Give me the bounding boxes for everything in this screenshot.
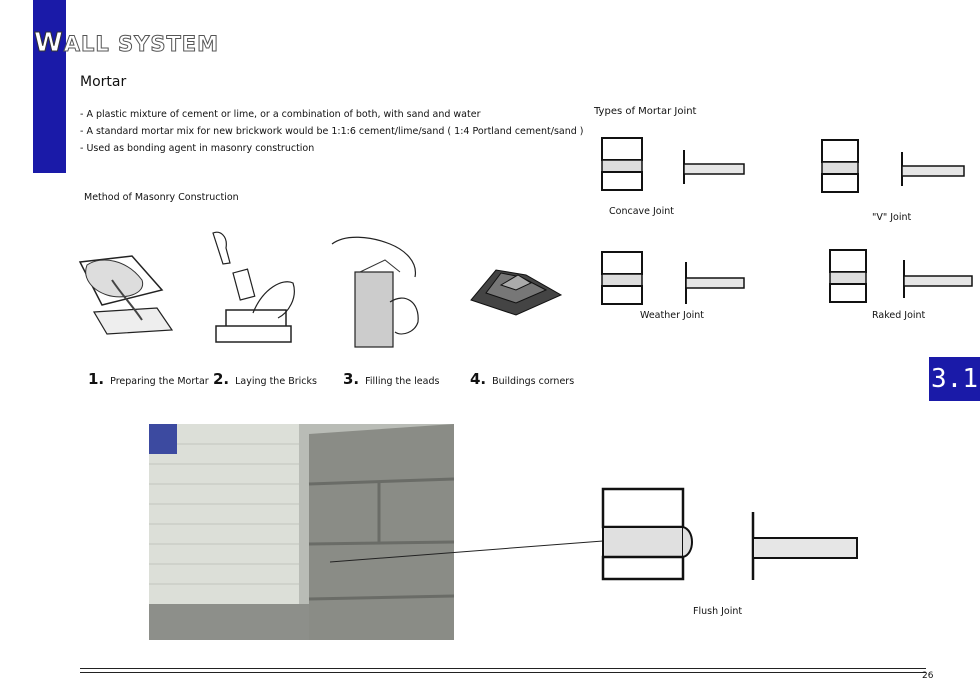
concave-joint-diagram bbox=[601, 137, 745, 191]
mortar-bullets: - A plastic mixture of cement or lime, o… bbox=[80, 106, 584, 157]
flush-joint-label: Flush Joint bbox=[693, 606, 743, 617]
preparing-mortar-illustration bbox=[78, 255, 174, 335]
step-1: 1. Preparing the Mortar bbox=[88, 370, 209, 388]
raked-joint-label: Raked Joint bbox=[872, 310, 926, 321]
section-badge: 3.1 bbox=[929, 357, 980, 401]
footer-rule bbox=[80, 672, 926, 673]
step-number: 4. bbox=[470, 370, 487, 388]
v-joint-label: "V" Joint bbox=[872, 212, 912, 223]
title-initial: W bbox=[34, 28, 64, 59]
page-number: 26 bbox=[922, 671, 934, 681]
step-label: Filling the leads bbox=[365, 376, 440, 387]
step-number: 2. bbox=[213, 370, 230, 388]
raked-joint-diagram bbox=[829, 249, 973, 303]
filling-leads-illustration bbox=[331, 236, 419, 348]
step-2: 2. Laying the Bricks bbox=[213, 370, 317, 388]
footer-rule bbox=[80, 668, 926, 669]
title-rest: ALL SYSTEM bbox=[63, 32, 220, 57]
step-4: 4. Buildings corners bbox=[470, 370, 574, 388]
block-wall-photo bbox=[149, 424, 454, 640]
method-heading: Method of Masonry Construction bbox=[84, 192, 239, 203]
building-corners-illustration bbox=[470, 269, 563, 316]
v-joint-diagram bbox=[821, 139, 965, 193]
step-label: Preparing the Mortar bbox=[110, 376, 209, 387]
weather-joint-diagram bbox=[601, 251, 745, 305]
step-label: Laying the Bricks bbox=[235, 376, 317, 387]
mortar-bullet: - A standard mortar mix for new brickwor… bbox=[80, 126, 584, 137]
flush-joint-diagram bbox=[601, 487, 858, 581]
concave-joint-label: Concave Joint bbox=[609, 206, 674, 217]
page-title: WALL SYSTEM bbox=[34, 28, 220, 59]
step-3: 3. Filling the leads bbox=[343, 370, 439, 388]
step-number: 1. bbox=[88, 370, 105, 388]
joint-types-heading: Types of Mortar Joint bbox=[594, 106, 697, 117]
mortar-bullet: - A plastic mixture of cement or lime, o… bbox=[80, 109, 481, 120]
title-accent-bar bbox=[33, 0, 66, 173]
mortar-bullet: - Used as bonding agent in masonry const… bbox=[80, 143, 315, 154]
step-number: 3. bbox=[343, 370, 360, 388]
mortar-heading: Mortar bbox=[80, 74, 127, 90]
step-label: Buildings corners bbox=[492, 376, 575, 387]
laying-bricks-illustration bbox=[212, 231, 295, 343]
weather-joint-label: Weather Joint bbox=[640, 310, 705, 321]
